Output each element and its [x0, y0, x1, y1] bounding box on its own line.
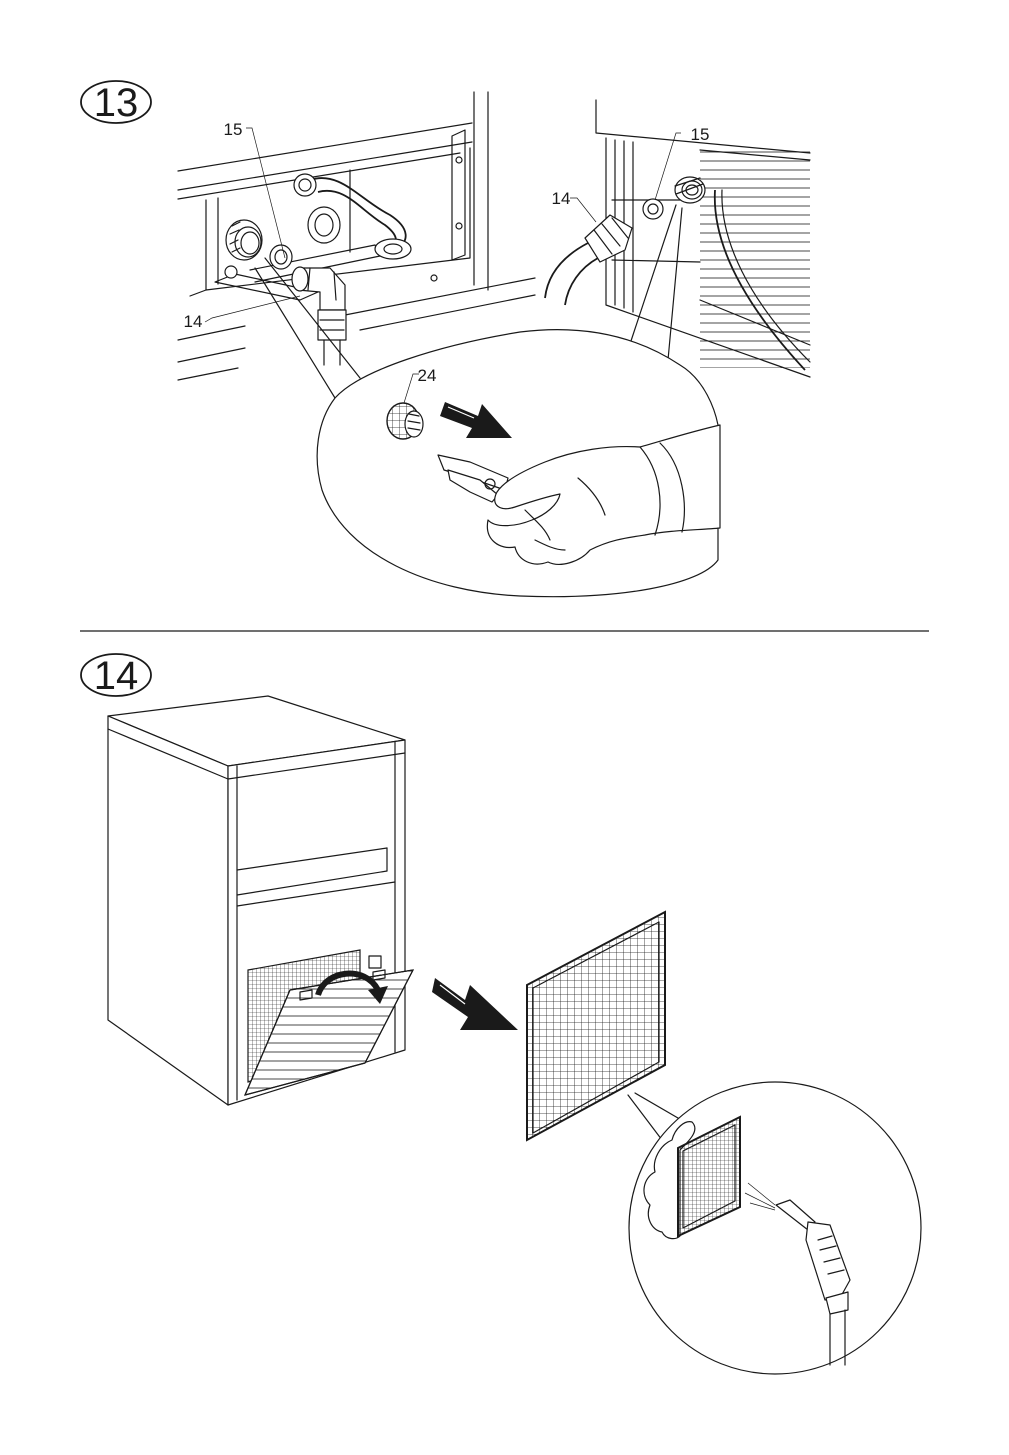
inlet-fitting-right [675, 177, 705, 203]
zoom-circle-cleaning [629, 1082, 921, 1374]
washer-15-left [270, 245, 292, 269]
wide-arrow-icon [432, 978, 518, 1030]
step-13: 13 [81, 81, 810, 597]
filter-icon [527, 912, 665, 1140]
step-13-badge: 13 [81, 81, 151, 125]
step-14-badge: 14 [81, 654, 151, 698]
ice-machine-cabinet [108, 696, 413, 1105]
callout-14-left: 14 [184, 312, 203, 331]
inlet-fitting-left [226, 220, 262, 260]
step-14-number: 14 [94, 654, 139, 698]
zoom-bubble-filter-removal: 24 [317, 330, 720, 597]
step-13-number: 13 [94, 81, 139, 125]
callout-24: 24 [418, 366, 437, 385]
callout-15-right: 15 [691, 125, 710, 144]
callout-14-right: 14 [552, 189, 571, 208]
washer-15-right [643, 199, 663, 219]
callout-15-left: 15 [224, 120, 243, 139]
left-rear-view: 15 14 [178, 92, 535, 380]
step-14: 14 [81, 654, 921, 1374]
